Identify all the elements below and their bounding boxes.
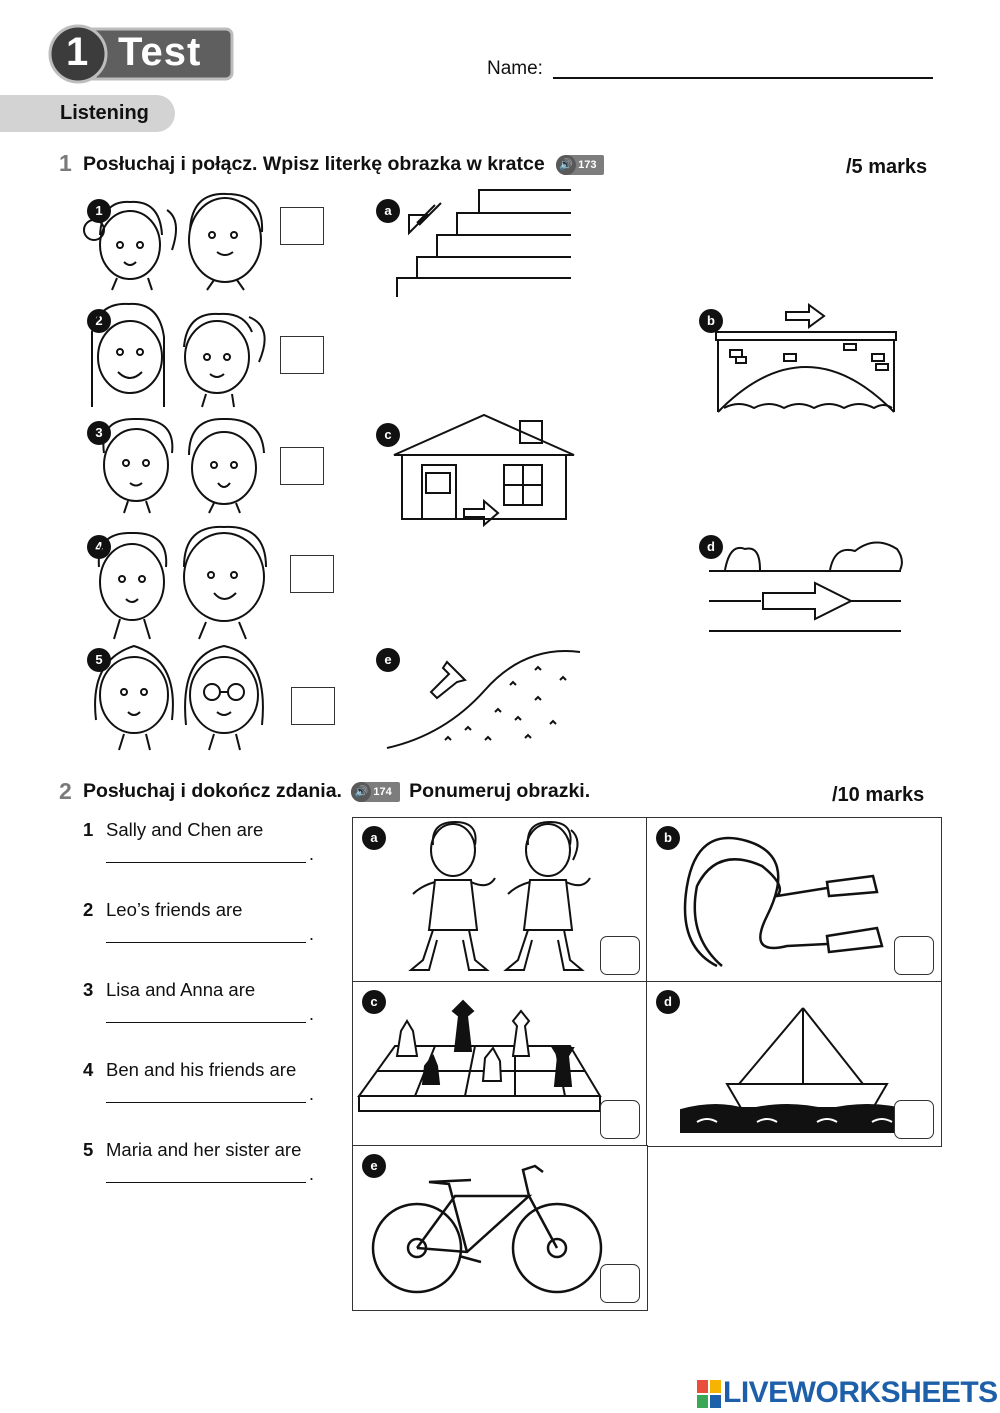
logo-text: LIVEWORKSHEETS (723, 1376, 998, 1409)
exercise-1-number: 1 (59, 150, 72, 176)
badge-number: 1 (66, 30, 89, 74)
exercise-1-marks: /5 marks (846, 156, 928, 178)
answer-line-1[interactable] (106, 862, 306, 863)
section-tab-label: Listening (60, 102, 149, 124)
along-the-road-picture (709, 541, 903, 632)
full-stop: . (309, 1004, 315, 1024)
picture-label: e (362, 1154, 386, 1178)
exercise-2-instruction-part2: Ponumeruj obrazki. (409, 780, 591, 802)
name-field[interactable] (553, 77, 933, 79)
answer-line-5[interactable] (106, 1182, 306, 1183)
chess-picture (357, 999, 602, 1112)
section-tab: Listening (0, 95, 175, 132)
two-children-illustration (102, 417, 265, 514)
sentence-text: Leo’s friends are (106, 899, 243, 920)
house-out-picture (393, 413, 575, 528)
bicycle-picture (371, 1164, 603, 1294)
person-pair-number: 5 (87, 648, 111, 672)
picture-label: d (699, 535, 723, 559)
sentence-item: 3 Lisa and Anna are (83, 979, 255, 1001)
picture-label: c (376, 423, 400, 447)
name-label: Name: (487, 58, 543, 79)
sentence-item: 1 Sally and Chen are (83, 819, 263, 841)
answer-box-b[interactable] (894, 936, 934, 975)
picture-cell-e: e (352, 1145, 648, 1311)
picture-cell-c: c (352, 981, 648, 1147)
exercise-2-number: 2 (59, 778, 72, 804)
sentence-text: Maria and her sister are (106, 1139, 302, 1160)
picture-cell-d: d (646, 981, 942, 1147)
sentence-item: 5 Maria and her sister are (83, 1139, 301, 1161)
picture-cell-b: b (646, 817, 942, 983)
sentence-text: Sally and Chen are (106, 819, 264, 840)
answer-box-d[interactable] (894, 1100, 934, 1139)
person-pair-number: 2 (87, 309, 111, 333)
audio-track-173[interactable]: 🔊173 (556, 154, 605, 175)
picture-label: c (362, 990, 386, 1014)
picture-label: b (699, 309, 723, 333)
exercise-2-marks: /10 marks (832, 784, 925, 806)
audio-track-number: 173 (578, 158, 597, 171)
answer-box-5[interactable] (291, 687, 335, 725)
picture-label: b (656, 826, 680, 850)
girl-and-boy-illustration (83, 192, 264, 291)
exercise-2-instruction: Posłuchaj i dokończ zdania. 🔊174 Ponumer… (83, 780, 590, 803)
exercise-2-instruction-part1: Posłuchaj i dokończ zdania. (83, 780, 342, 802)
full-stop: . (309, 844, 315, 864)
sentence-item: 4 Ben and his friends are (83, 1059, 296, 1081)
audio-track-174[interactable]: 🔊174 (351, 781, 400, 802)
karate-girls-picture (408, 820, 591, 971)
badge-title: Test (118, 30, 202, 74)
bridge-over-river-picture (715, 303, 897, 413)
answer-box-3[interactable] (280, 447, 324, 485)
boy-and-girl-illustration (91, 302, 266, 408)
sentence-number: 2 (83, 899, 94, 920)
test-badge: 1 Test (48, 24, 234, 84)
sentence-item: 2 Leo’s friends are (83, 899, 242, 921)
answer-box-2[interactable] (280, 336, 324, 374)
full-stop: . (309, 924, 315, 944)
person-pair-number: 3 (87, 421, 111, 445)
sentence-number: 1 (83, 819, 94, 840)
answer-box-a[interactable] (600, 936, 640, 975)
answer-box-4[interactable] (290, 555, 334, 593)
sailboat-picture (680, 1007, 908, 1133)
answer-box-c[interactable] (600, 1100, 640, 1139)
picture-label: a (376, 199, 400, 223)
stairs-up-picture (396, 189, 571, 297)
picture-label: d (656, 990, 680, 1014)
exercise-1-instruction-text: Posłuchaj i połącz. Wpisz literkę obrazk… (83, 153, 545, 175)
exercise-1-instruction: Posłuchaj i połącz. Wpisz literkę obrazk… (83, 153, 605, 176)
two-boys-illustration (97, 525, 267, 640)
audio-track-number: 174 (373, 785, 392, 798)
answer-line-3[interactable] (106, 1022, 306, 1023)
liveworksheets-logo-icon (697, 1380, 721, 1409)
answer-line-2[interactable] (106, 942, 306, 943)
liveworksheets-logo: LIVEWORKSHEETS (697, 1376, 998, 1410)
sentence-number: 4 (83, 1059, 94, 1080)
full-stop: . (309, 1084, 315, 1104)
sentence-number: 3 (83, 979, 94, 1000)
full-stop: . (309, 1164, 315, 1184)
up-the-hill-picture (386, 650, 581, 749)
answer-line-4[interactable] (106, 1102, 306, 1103)
picture-label: a (362, 826, 386, 850)
skipping-rope-picture (683, 836, 884, 968)
two-girls-illustration (94, 644, 264, 751)
sentence-text: Ben and his friends are (106, 1059, 297, 1080)
picture-cell-a: a (352, 817, 648, 983)
sentence-text: Lisa and Anna are (106, 979, 256, 1000)
sentence-number: 5 (83, 1139, 94, 1160)
answer-box-1[interactable] (280, 207, 324, 245)
speaker-icon: 🔊 (351, 781, 372, 802)
picture-label: e (376, 648, 400, 672)
speaker-icon: 🔊 (556, 154, 577, 175)
answer-box-e[interactable] (600, 1264, 640, 1303)
